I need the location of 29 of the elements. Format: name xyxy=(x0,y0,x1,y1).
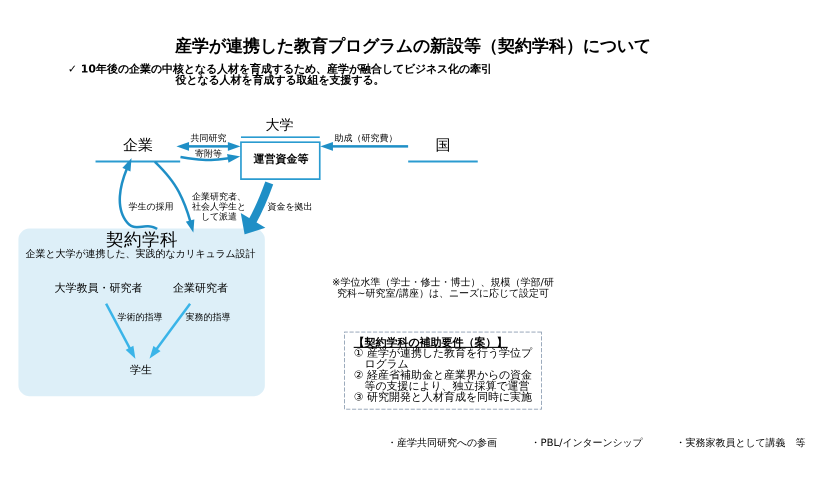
edge-label: 寄附等 xyxy=(194,148,222,160)
arrow xyxy=(240,182,274,234)
edge-label: 助成（研究費） xyxy=(334,133,398,144)
node-text: 国 xyxy=(435,136,450,154)
label: ・産学共同研究への参画 xyxy=(387,438,498,450)
label: ・PBL/インターンシップ xyxy=(530,438,642,450)
edge-label: 資金を拠出 xyxy=(267,202,312,213)
label: ・実務家教員として講義 等 xyxy=(676,438,806,450)
edge-label: 学術的指導 xyxy=(117,312,162,324)
label: ※学位水準（学士・修士・博士）、規模（学部/研究科~研究室/講座）は、ニーズに応じて設定可 xyxy=(332,278,554,300)
arrow xyxy=(176,142,240,151)
node-label: 大学 xyxy=(266,117,294,134)
arrow xyxy=(118,158,158,230)
label: ✓ 10年後の企業の中核となる人材を育成するため、産学が融合してビジネス化の牽引役となる人材を育成する取組を支援する。 xyxy=(68,62,492,86)
node-box: 【契約学科の補助要件（案）】 ① 産学が連携した教育を行う学位プログラム ② 経産省補助金と産業界からの資金等の支援により、独立採算で運営 ③ 研究開発と人材育成を同時に実施 xyxy=(344,332,542,410)
arrow xyxy=(154,160,194,233)
node-text: 企業研究者 xyxy=(173,281,228,294)
edge-label: 実務的指導 xyxy=(185,312,230,324)
edge-label: 企業研究者、社会人学生として派遣 xyxy=(192,191,246,223)
node-text: 企業 xyxy=(122,136,153,154)
node-text: 大学教員・研究者 xyxy=(54,281,142,294)
edge-label: 共同研究 xyxy=(190,133,226,144)
arrow xyxy=(180,154,240,163)
arrow xyxy=(320,142,408,151)
arrow xyxy=(105,303,136,359)
diagram-title: 産学が連携した教育プログラムの新設等（契約学科）について xyxy=(174,35,651,56)
arrow xyxy=(150,302,192,359)
node-text: 学生 xyxy=(130,363,152,376)
edge-label: 学生の採用 xyxy=(128,202,174,213)
